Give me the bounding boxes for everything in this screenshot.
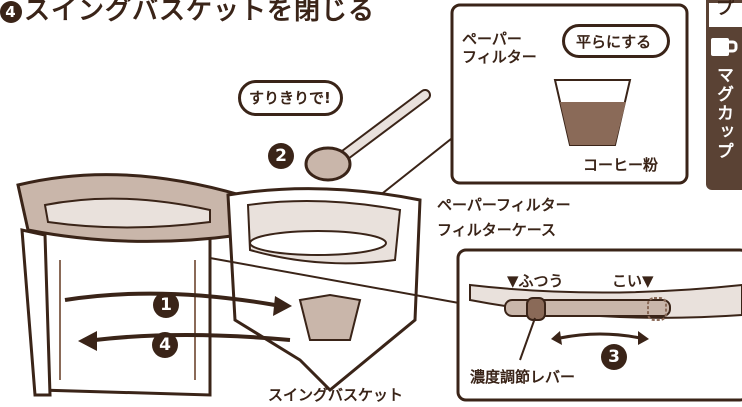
scale-strong-label: こい▼: [612, 272, 654, 290]
swing-basket-label: スイングバスケット: [268, 386, 404, 404]
scale-normal-label: ▼ふつう: [507, 272, 564, 290]
tip-bubble-text: すりきりで!: [249, 89, 331, 107]
sidebar-label: マグカップ: [713, 66, 733, 161]
sidebar-top-box: [706, 0, 742, 30]
flatten-bubble: [562, 24, 670, 58]
strength-lever-label: 濃度調節レバー: [470, 368, 576, 386]
open-step-badge: 4: [152, 332, 178, 358]
heading-text: スイングバスケットを閉じる: [24, 0, 376, 26]
tip-bubble: [238, 80, 343, 116]
carafe-outline: [59, 260, 196, 380]
inset-paper-filter-label: ペーパー フィルター: [462, 30, 537, 66]
filter-case-label: フィルターケース: [437, 221, 556, 239]
coffee-powder-fill: [560, 102, 626, 145]
lid-top-panel: [43, 197, 211, 229]
filter-bottom: [298, 293, 362, 341]
lever-track: [504, 299, 671, 317]
tip-step-badge: 2: [268, 143, 294, 169]
inset-bottom-box: [456, 248, 742, 402]
open-arrow: [94, 333, 291, 342]
measuring-spoon: [304, 146, 352, 182]
flatten-bubble-text: 平らにする: [576, 33, 652, 51]
strength-lever-knob: [526, 297, 546, 321]
lever-arrow: [559, 332, 641, 340]
paper-filter-label: ペーパーフィルター: [437, 196, 571, 214]
coffee-powder-label: コーヒー粉: [583, 156, 659, 174]
close-arrowhead: [273, 296, 292, 316]
open-arrowhead: [78, 331, 97, 351]
heading-step-number: 4: [0, 0, 22, 23]
sidebar-tab: [706, 0, 742, 190]
sidebar-top-text: プ: [716, 0, 734, 19]
lower-inset-connector: [209, 257, 471, 306]
paper-filter: [249, 230, 387, 256]
mug-icon: [711, 38, 738, 56]
close-step-badge: 1: [153, 292, 179, 318]
machine-leg: [20, 228, 52, 397]
lever-step-badge: 3: [601, 344, 627, 370]
